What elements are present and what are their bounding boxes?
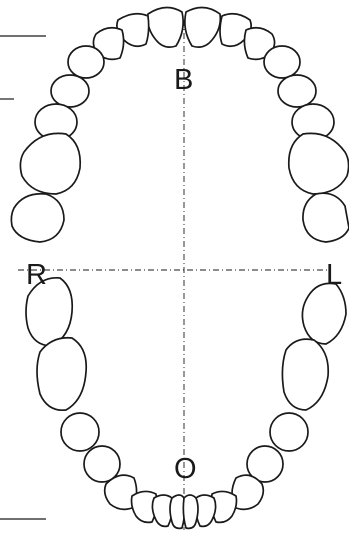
lower-tooth <box>182 494 199 530</box>
upper-arch <box>10 6 349 243</box>
lower-tooth <box>151 494 174 528</box>
lower-tooth <box>60 412 100 452</box>
label-top: B <box>174 64 194 96</box>
upper-tooth <box>19 132 82 195</box>
upper-tooth <box>263 45 301 79</box>
lower-tooth <box>281 338 330 411</box>
lower-tooth <box>83 445 121 483</box>
lower-tooth <box>246 445 284 483</box>
upper-tooth <box>184 6 222 48</box>
upper-tooth <box>287 132 349 195</box>
lower-tooth <box>301 282 347 345</box>
upper-tooth <box>10 192 65 243</box>
upper-tooth <box>302 192 349 243</box>
upper-tooth <box>277 74 317 108</box>
lower-tooth <box>25 276 74 347</box>
lower-tooth <box>130 490 158 524</box>
lower-tooth <box>36 336 88 412</box>
lower-tooth <box>169 494 186 530</box>
lower-tooth <box>269 412 309 452</box>
label-left: R <box>26 259 47 291</box>
upper-tooth <box>50 74 90 108</box>
lower-arch <box>25 276 347 530</box>
upper-tooth <box>67 45 105 79</box>
label-bottom: O <box>174 453 197 485</box>
label-right: L <box>326 259 343 291</box>
upper-tooth <box>146 6 184 48</box>
